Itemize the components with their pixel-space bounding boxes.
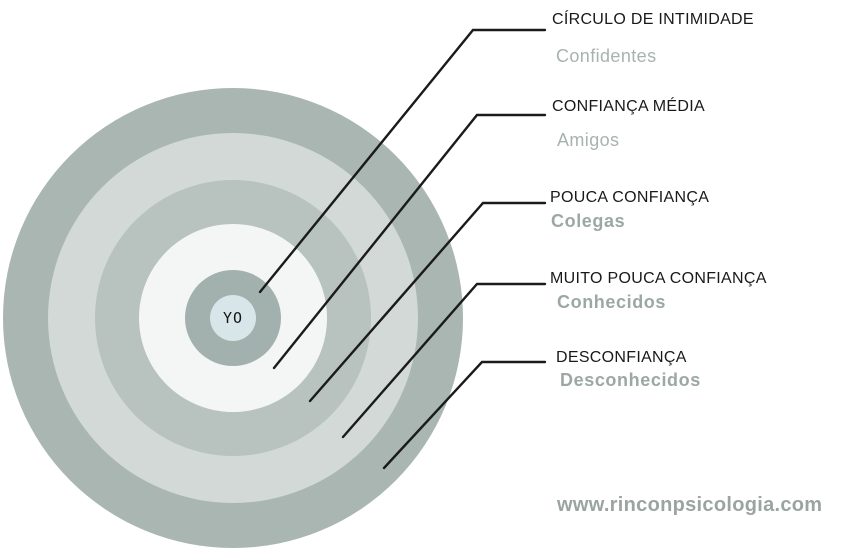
label-circulo-intimidade: CÍRCULO DE INTIMIDADE xyxy=(552,11,754,28)
connector-pouca-confianca xyxy=(308,201,547,403)
sublabel-amigos: Amigos xyxy=(557,130,620,150)
connector-desconfianca xyxy=(382,360,547,470)
watermark-text: www.rinconpsicologia.com xyxy=(557,494,823,516)
center-yo-circle xyxy=(210,295,256,341)
label-muito-pouca-confianca: MUITO POUCA CONFIANÇA xyxy=(550,270,767,287)
sublabel-colegas: Colegas xyxy=(551,211,626,231)
connector-lines xyxy=(258,28,547,470)
connector-confianca-media xyxy=(272,113,547,370)
sublabel-confidentes: Confidentes xyxy=(556,46,657,66)
label-confianca-media: CONFIANÇA MÉDIA xyxy=(552,98,705,115)
center-yo-label: YO xyxy=(223,309,243,327)
connector-circulo-intimidade xyxy=(258,28,547,294)
label-pouca-confianca: POUCA CONFIANÇA xyxy=(550,189,710,206)
sublabel-desconhecidos: Desconhecidos xyxy=(560,370,701,390)
label-desconfianca: DESCONFIANÇA xyxy=(556,349,687,366)
sublabel-conhecidos: Conhecidos xyxy=(557,292,667,312)
connector-muito-pouca-confianca xyxy=(341,282,547,439)
